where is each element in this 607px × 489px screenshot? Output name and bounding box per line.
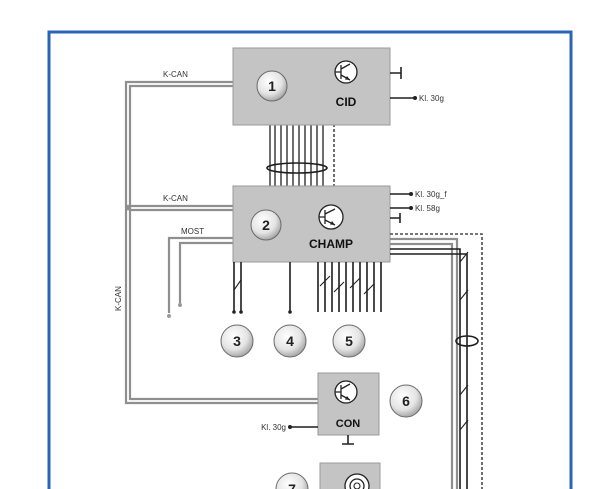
cid-name: CID bbox=[336, 95, 357, 109]
kcan-bus bbox=[124, 80, 318, 405]
right-harness bbox=[390, 233, 483, 489]
label-kcan-side: K-CAN bbox=[114, 286, 123, 311]
con-number: 6 bbox=[402, 393, 410, 409]
label-kcan-mid: K-CAN bbox=[163, 194, 188, 203]
champ-badge bbox=[250, 209, 282, 241]
champ-outputs bbox=[232, 262, 382, 314]
component-5: 5 bbox=[332, 324, 366, 358]
component-3: 3 bbox=[220, 324, 254, 358]
champ-terminal-kl30g-f: Kl. 30g_f bbox=[415, 190, 447, 199]
champ-terminal-kl58g: Kl. 58g bbox=[415, 204, 440, 213]
most-bus bbox=[167, 236, 233, 318]
component-7: 7 bbox=[275, 472, 309, 489]
transistor-icon bbox=[334, 380, 358, 404]
cid-badge bbox=[256, 70, 288, 102]
con-terminal-kl30g: Kl. 30g bbox=[261, 423, 286, 432]
component-5-number: 5 bbox=[345, 333, 353, 349]
cid-champ-harness bbox=[266, 124, 335, 186]
ground-icon bbox=[342, 435, 354, 445]
ground-icon bbox=[390, 67, 402, 79]
ground-icon bbox=[390, 213, 401, 223]
knob-icon bbox=[344, 473, 370, 489]
cid-number: 1 bbox=[268, 78, 276, 94]
label-kcan-top: K-CAN bbox=[163, 70, 188, 79]
label-most: MOST bbox=[181, 227, 204, 236]
con-name: CON bbox=[336, 418, 361, 430]
cid-terminal-kl30g: Kl. 30g bbox=[419, 94, 444, 103]
component-3-number: 3 bbox=[233, 333, 241, 349]
transistor-icon bbox=[318, 204, 344, 230]
champ-name: CHAMP bbox=[309, 237, 353, 251]
component-7-number: 7 bbox=[288, 481, 296, 489]
champ-number: 2 bbox=[262, 217, 270, 233]
component-4-number: 4 bbox=[286, 333, 294, 349]
component-4: 4 bbox=[273, 324, 307, 358]
transistor-icon bbox=[334, 60, 358, 84]
component-6: 6 bbox=[389, 384, 423, 418]
